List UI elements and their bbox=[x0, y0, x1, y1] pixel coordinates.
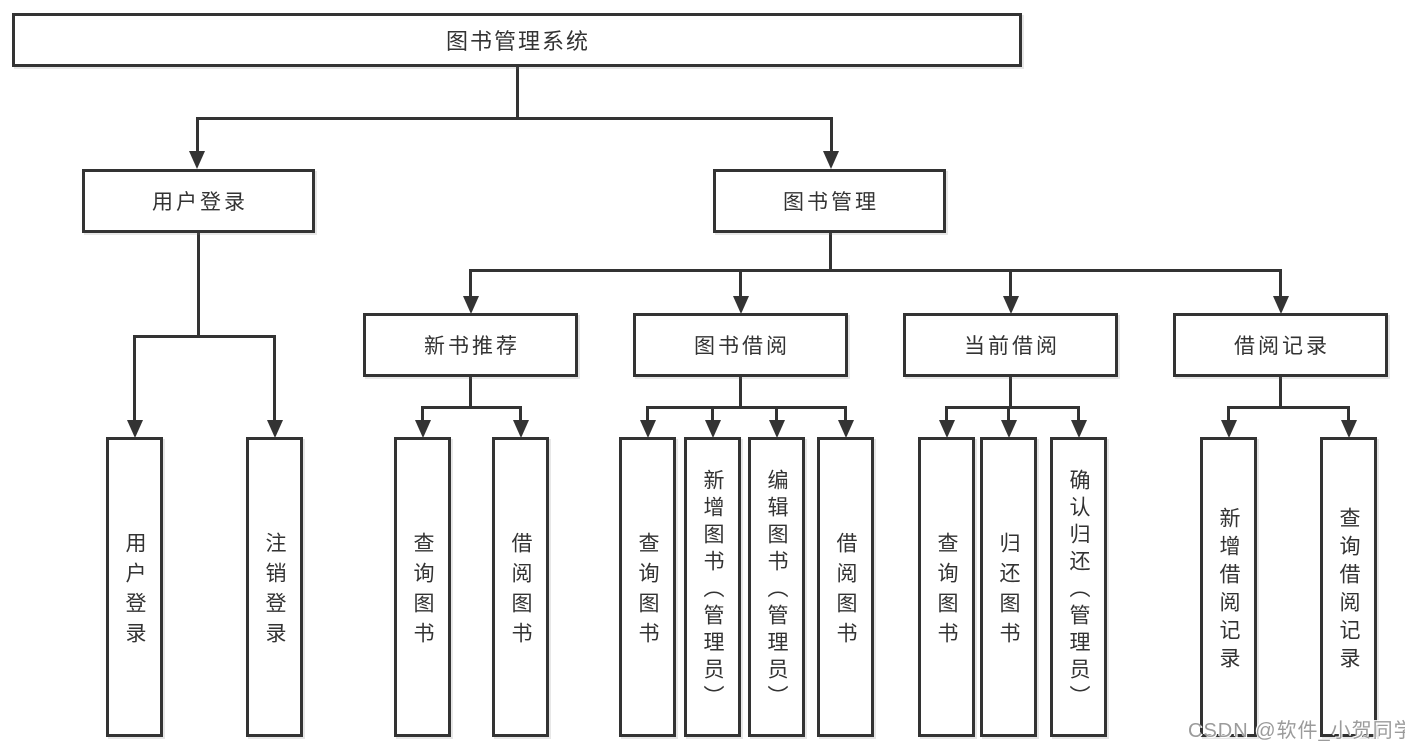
connector-line bbox=[739, 377, 742, 409]
node-logout-leaf: 注销登录 bbox=[246, 437, 303, 737]
connector-line bbox=[421, 405, 522, 409]
connector-line bbox=[646, 407, 649, 424]
connector-line bbox=[1227, 407, 1230, 424]
node-cb-query-books-label: 查询图书 bbox=[935, 531, 958, 652]
arrow-down-icon bbox=[414, 420, 431, 438]
connector-line bbox=[844, 407, 847, 424]
connector-line bbox=[739, 270, 742, 300]
node-cb-return-books: 归还图书 bbox=[980, 437, 1037, 737]
node-bb-edit-books: 编辑图书（管理员） bbox=[748, 437, 805, 737]
node-nb-query-books-label: 查询图书 bbox=[411, 531, 434, 652]
connector-line bbox=[1077, 407, 1080, 424]
node-nb-query-books: 查询图书 bbox=[394, 437, 451, 737]
connector-line bbox=[1279, 270, 1282, 300]
node-cb-confirm-return-label: 确认归还（管理员） bbox=[1067, 468, 1090, 712]
node-logout-leaf-label: 注销登录 bbox=[263, 531, 286, 652]
arrow-down-icon bbox=[938, 420, 955, 438]
node-book-mgmt-branch: 图书管理 bbox=[713, 169, 946, 233]
node-cb-return-books-label: 归还图书 bbox=[997, 531, 1020, 652]
connector-line bbox=[1009, 270, 1012, 300]
connector-line bbox=[519, 407, 522, 424]
node-borrow-record-label: 借阅记录 bbox=[1234, 335, 1330, 358]
connector-line bbox=[1227, 405, 1350, 409]
node-nb-borrow-books-label: 借阅图书 bbox=[509, 531, 532, 652]
node-current-borrow-label: 当前借阅 bbox=[964, 335, 1060, 358]
node-new-book-recommend: 新书推荐 bbox=[363, 313, 578, 377]
connector-line bbox=[421, 407, 424, 424]
node-bb-edit-books-label: 编辑图书（管理员） bbox=[765, 468, 788, 712]
arrow-down-icon bbox=[837, 420, 854, 438]
arrow-down-icon bbox=[1340, 420, 1357, 438]
arrow-down-icon bbox=[266, 420, 283, 438]
node-user-login-branch: 用户登录 bbox=[82, 169, 315, 233]
arrow-down-icon bbox=[704, 420, 721, 438]
watermark: CSDN @软件_小贺同学 bbox=[1188, 720, 1405, 742]
node-br-add-record: 新增借阅记录 bbox=[1200, 437, 1257, 737]
node-bb-borrow-books-label: 借阅图书 bbox=[834, 531, 857, 652]
node-bb-add-books-label: 新增图书（管理员） bbox=[701, 468, 724, 712]
connector-line bbox=[469, 268, 1282, 272]
connector-line bbox=[1347, 407, 1350, 424]
connector-line bbox=[133, 334, 276, 338]
node-br-query-record-label: 查询借阅记录 bbox=[1337, 506, 1360, 675]
node-nb-borrow-books: 借阅图书 bbox=[492, 437, 549, 737]
node-br-query-record: 查询借阅记录 bbox=[1320, 437, 1377, 737]
arrow-down-icon bbox=[1220, 420, 1237, 438]
connector-line bbox=[195, 116, 833, 120]
connector-line bbox=[1009, 377, 1012, 409]
node-current-borrow: 当前借阅 bbox=[903, 313, 1118, 377]
node-bb-add-books: 新增图书（管理员） bbox=[684, 437, 741, 737]
node-root-label: 图书管理系统 bbox=[445, 29, 590, 54]
connector-line bbox=[646, 405, 847, 409]
arrow-down-icon bbox=[1070, 420, 1087, 438]
arrow-down-icon bbox=[126, 420, 143, 438]
connector-line bbox=[1007, 407, 1010, 424]
connector-line bbox=[195, 118, 199, 155]
connector-line bbox=[828, 233, 832, 272]
arrow-down-icon bbox=[512, 420, 529, 438]
node-br-add-record-label: 新增借阅记录 bbox=[1217, 506, 1240, 675]
connector-line bbox=[945, 407, 948, 424]
node-bb-borrow-books: 借阅图书 bbox=[817, 437, 874, 737]
connector-line bbox=[197, 233, 200, 338]
arrow-down-icon bbox=[189, 151, 205, 169]
connector-line bbox=[133, 336, 136, 424]
node-cb-confirm-return: 确认归还（管理员） bbox=[1050, 437, 1107, 737]
arrow-down-icon bbox=[732, 296, 749, 314]
connector-line bbox=[1279, 377, 1282, 409]
node-book-borrow-label: 图书借阅 bbox=[694, 335, 790, 358]
connector-line bbox=[945, 405, 1080, 409]
node-book-borrow: 图书借阅 bbox=[633, 313, 848, 377]
node-bb-query-books: 查询图书 bbox=[619, 437, 676, 737]
arrow-down-icon bbox=[1000, 420, 1017, 438]
arrow-down-icon bbox=[1272, 296, 1289, 314]
node-borrow-record: 借阅记录 bbox=[1173, 313, 1388, 377]
node-bb-query-books-label: 查询图书 bbox=[636, 531, 659, 652]
node-user-login-leaf: 用户登录 bbox=[106, 437, 163, 737]
arrow-down-icon bbox=[768, 420, 785, 438]
node-user-login-leaf-label: 用户登录 bbox=[123, 531, 146, 652]
node-new-book-recommend-label: 新书推荐 bbox=[424, 335, 520, 358]
connector-line bbox=[469, 377, 472, 409]
node-user-login-branch-label: 用户登录 bbox=[152, 191, 248, 214]
node-cb-query-books: 查询图书 bbox=[918, 437, 975, 737]
arrow-down-icon bbox=[639, 420, 656, 438]
connector-line bbox=[273, 336, 276, 424]
connector-line bbox=[711, 407, 714, 424]
connector-line bbox=[515, 67, 519, 120]
connector-line bbox=[829, 118, 833, 155]
connector-line bbox=[469, 270, 472, 300]
node-book-mgmt-branch-label: 图书管理 bbox=[783, 191, 879, 214]
arrow-down-icon bbox=[462, 296, 479, 314]
arrow-down-icon bbox=[1002, 296, 1019, 314]
arrow-down-icon bbox=[823, 151, 839, 169]
node-root: 图书管理系统 bbox=[12, 13, 1022, 67]
connector-line bbox=[775, 407, 778, 424]
